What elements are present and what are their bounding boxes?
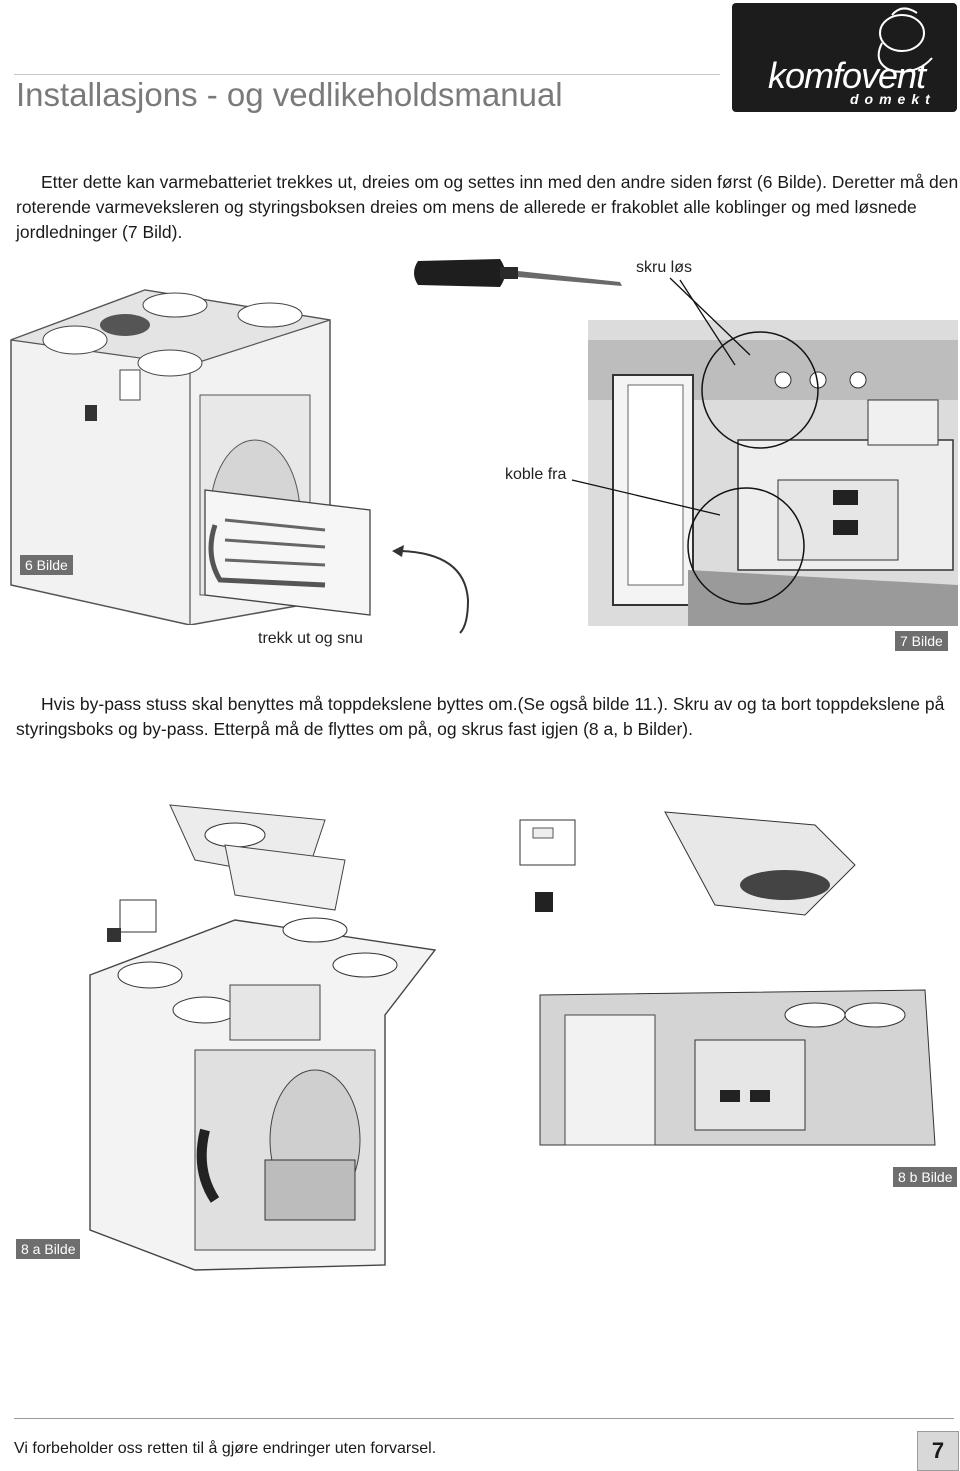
rotation-arrow-icon [392, 545, 470, 634]
figure-8a-drawing [89, 804, 437, 1271]
page-number: 7 [917, 1431, 959, 1471]
figure-6-drawing [10, 289, 371, 625]
figure-8b-drawing [519, 811, 936, 1146]
footer-rule [14, 1418, 954, 1419]
figure-7-drawing [588, 320, 958, 626]
logo-wordmark: komfovent [768, 55, 926, 96]
label-koble-fra: koble fra [505, 466, 567, 483]
intro-paragraph: Etter dette kan varmebatteriet trekkes u… [16, 172, 959, 242]
figure-8b-tag: 8 b Bilde [893, 1167, 958, 1187]
label-trekk-ut-og-snu: trekk ut og snu [258, 630, 363, 647]
figure-6-tag: 6 Bilde [20, 555, 73, 575]
leader-lines [571, 277, 751, 516]
figure-7-tag: 7 Bilde [895, 631, 948, 651]
komfovent-logo: komfovent domekt [732, 3, 957, 112]
chef-mascot-icon [877, 7, 933, 73]
footer-disclaimer: Vi forbeholder oss retten til å gjøre en… [14, 1440, 437, 1457]
logo-subtext: domekt [850, 91, 936, 107]
page-title: Installasjons - og vedlikeholdsmanual [16, 76, 563, 113]
label-skru-los: skru løs [636, 259, 692, 276]
screwdriver-icon [414, 259, 622, 287]
figure-8a-tag: 8 a Bilde [16, 1239, 81, 1259]
bypass-paragraph: Hvis by-pass stuss skal benyttes må topp… [16, 694, 945, 739]
header-rule [14, 74, 720, 75]
